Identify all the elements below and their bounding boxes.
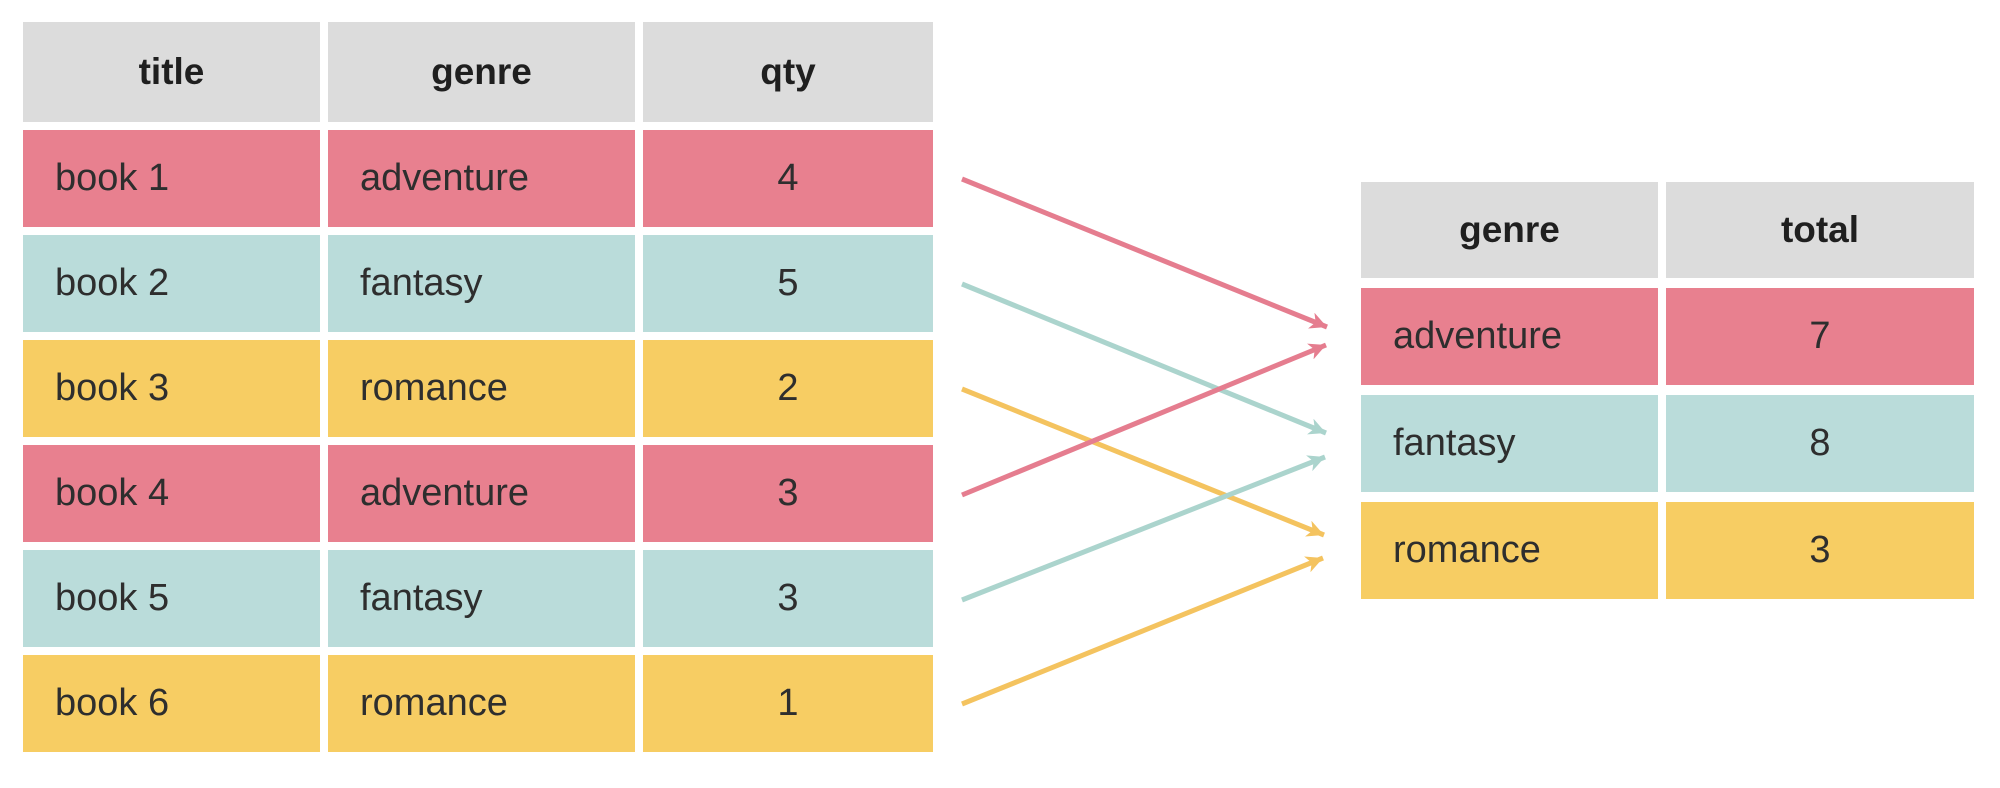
- books-header-qty: qty: [643, 22, 933, 122]
- cell-total: 7: [1666, 288, 1974, 385]
- arrow-book-6-to-romance: [961, 555, 1324, 707]
- arrow-book-4-to-adventure: [961, 342, 1327, 498]
- arrow-book-1-to-adventure: [961, 176, 1328, 330]
- arrow-book-3-to-romance: [961, 386, 1325, 538]
- cell-title: book 4: [23, 445, 320, 542]
- cell-genre: romance: [1361, 502, 1658, 599]
- cell-qty: 1: [643, 655, 933, 752]
- cell-total: 8: [1666, 395, 1974, 492]
- arrow-book-2-to-fantasy: [961, 281, 1327, 436]
- cell-genre: fantasy: [328, 235, 635, 332]
- cell-genre: adventure: [1361, 288, 1658, 385]
- books-header-genre: genre: [328, 22, 635, 122]
- cell-qty: 4: [643, 130, 933, 227]
- cell-genre: fantasy: [328, 550, 635, 647]
- cell-genre: adventure: [328, 445, 635, 542]
- cell-genre: adventure: [328, 130, 635, 227]
- books-header-title: title: [23, 22, 320, 122]
- cell-title: book 6: [23, 655, 320, 752]
- cell-genre: romance: [328, 655, 635, 752]
- cell-genre: romance: [328, 340, 635, 437]
- cell-total: 3: [1666, 502, 1974, 599]
- cell-title: book 2: [23, 235, 320, 332]
- cell-qty: 3: [643, 445, 933, 542]
- cell-qty: 5: [643, 235, 933, 332]
- cell-title: book 1: [23, 130, 320, 227]
- arrow-book-5-to-fantasy: [961, 454, 1326, 603]
- totals-header-total: total: [1666, 182, 1974, 278]
- totals-table: genre total adventure 7 fantasy 8 romanc…: [1361, 182, 1974, 599]
- cell-title: book 3: [23, 340, 320, 437]
- totals-header-genre: genre: [1361, 182, 1658, 278]
- books-table: title genre qty book 1 adventure 4 book …: [23, 22, 933, 752]
- cell-genre: fantasy: [1361, 395, 1658, 492]
- cell-title: book 5: [23, 550, 320, 647]
- cell-qty: 2: [643, 340, 933, 437]
- cell-qty: 3: [643, 550, 933, 647]
